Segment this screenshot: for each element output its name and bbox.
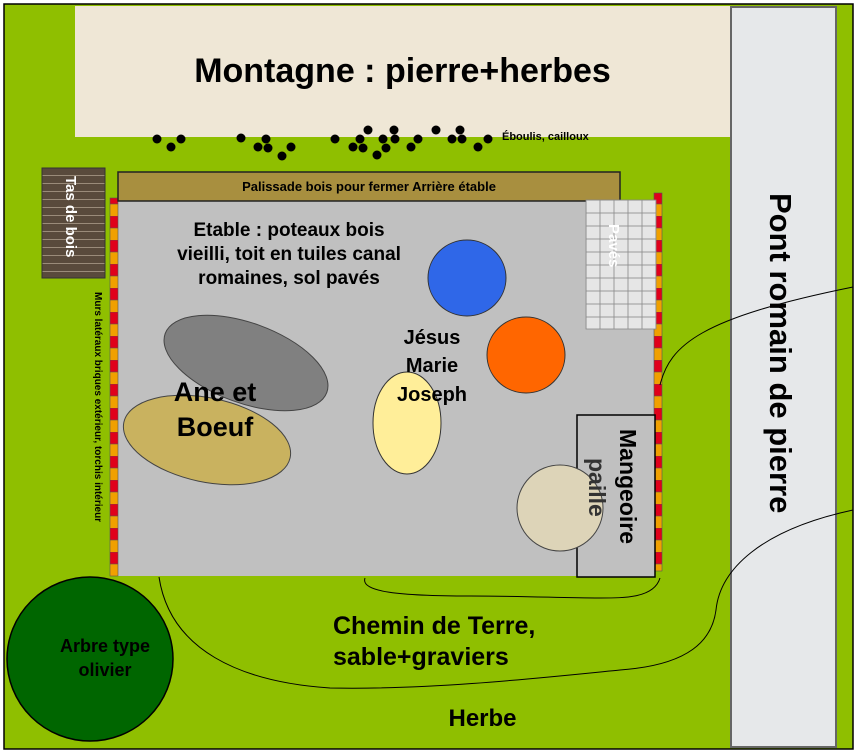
- figure-orange-ellipse: [486, 316, 566, 394]
- donkey-ox-gray-ellipse: [163, 314, 329, 412]
- donkey-ox-khaki-ellipse: [122, 394, 292, 486]
- stable-description-line3: romaines, sol pavés: [198, 268, 380, 289]
- mountain-area: [75, 6, 730, 137]
- holy-family-line1: Jésus: [403, 327, 461, 349]
- manger-label-line2: paille: [584, 458, 610, 517]
- path-label-line1: Chemin de Terre,: [333, 612, 536, 640]
- holy-family-line3: Joseph: [396, 384, 468, 406]
- paving-label: Pavés: [605, 224, 622, 268]
- bridge-label: Pont romain de pierre: [763, 193, 798, 514]
- earth-path: [158, 286, 854, 689]
- stable-description-line2: vieilli, toit en tuiles canal: [177, 244, 401, 265]
- right-brick-wall: [653, 192, 663, 572]
- manger-label-line1: Mangeoire: [615, 429, 641, 545]
- mountain-label: Montagne : pierre+herbes: [194, 52, 611, 90]
- scree-stones: [152, 125, 493, 161]
- holy-family-line2: Marie: [405, 355, 459, 377]
- stable-description-line1: Etable : poteaux bois: [193, 220, 385, 241]
- side-walls-label: Murs latéraux briques extérieur, torchis…: [92, 292, 103, 523]
- woodpile: [41, 167, 106, 279]
- roman-bridge: [730, 6, 837, 748]
- left-brick-wall: [109, 197, 119, 577]
- paving-area: [585, 199, 657, 330]
- scree-label: Éboulis, cailloux: [502, 131, 589, 143]
- grass-label: Herbe: [448, 705, 517, 732]
- donkey-ox-line2: Boeuf: [176, 412, 254, 442]
- donkey-ox-line1: Ane et: [173, 377, 257, 407]
- palisade: [117, 171, 621, 202]
- tree-label-line1: Arbre type: [59, 636, 151, 656]
- olive-tree: [6, 576, 174, 742]
- manger-straw-circle: [516, 464, 604, 552]
- palisade-label: Palissade bois pour fermer Arrière établ…: [242, 179, 496, 194]
- woodpile-label: Tas de bois: [62, 176, 79, 258]
- path-label-line2: sable+graviers: [333, 643, 509, 671]
- figure-yellow-ellipse: [372, 371, 442, 475]
- tree-label-line2: olivier: [78, 660, 132, 680]
- figure-blue-ellipse: [427, 239, 507, 317]
